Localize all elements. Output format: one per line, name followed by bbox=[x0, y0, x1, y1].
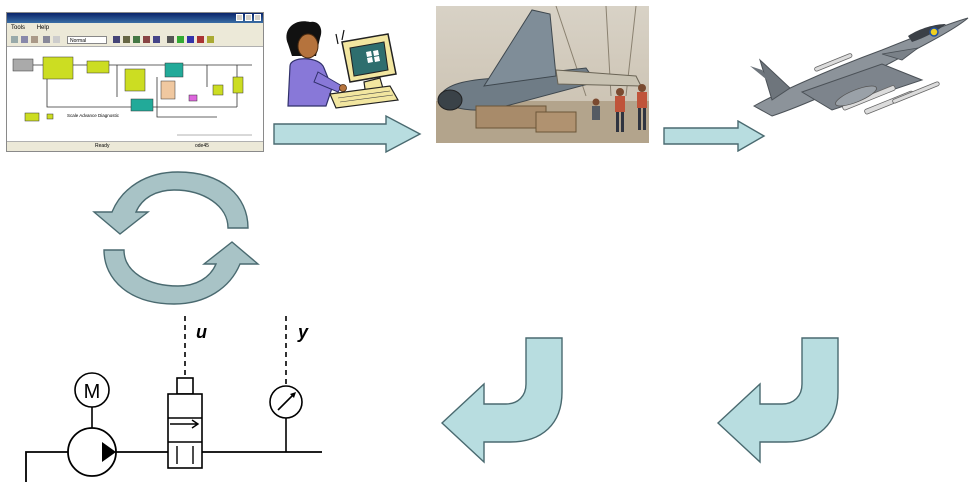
motor-icon: M bbox=[74, 372, 110, 429]
status-solver: ode45 bbox=[195, 143, 209, 149]
simulation-mode-select: Normal bbox=[67, 36, 107, 44]
block-caption: Scale Advance Diagnostic bbox=[67, 113, 120, 118]
close-icon bbox=[254, 14, 261, 21]
minimize-icon bbox=[236, 14, 243, 21]
window-controls bbox=[236, 14, 261, 21]
pump-icon bbox=[67, 427, 117, 477]
feedback-block bbox=[130, 98, 154, 112]
source-block bbox=[12, 58, 34, 72]
cycle-arrows-icon bbox=[92, 171, 260, 305]
fighter-jet-photo bbox=[732, 10, 970, 138]
output-signal-label: y bbox=[297, 322, 309, 342]
controller-block bbox=[124, 68, 146, 92]
valve-icon bbox=[167, 316, 203, 469]
toolbar bbox=[7, 33, 263, 47]
right-arrow-icon bbox=[663, 120, 766, 152]
aircraft-test-rig-photo bbox=[436, 6, 649, 143]
return-arrow-icon bbox=[716, 337, 839, 464]
gauge-icon bbox=[269, 316, 303, 452]
menu-item-help: Help bbox=[36, 25, 50, 31]
block-diagram: Scale Advance Diagnostic bbox=[12, 56, 252, 136]
scope-block bbox=[212, 84, 224, 96]
menu-bar: Tools Help bbox=[7, 23, 263, 33]
model-canvas: Scale Advance Diagnostic bbox=[7, 47, 263, 143]
sum-block bbox=[160, 80, 176, 100]
toolbar-icons bbox=[11, 36, 214, 43]
plant-schematic: M u y bbox=[25, 316, 322, 482]
menu-item-tools: Tools bbox=[11, 25, 26, 31]
pipe-line bbox=[25, 451, 322, 482]
person-at-computer-icon bbox=[286, 21, 399, 109]
subsystem-block bbox=[42, 56, 74, 80]
motor-label: M bbox=[84, 381, 101, 403]
info-block bbox=[24, 112, 40, 122]
mux-block bbox=[188, 94, 198, 102]
window-titlebar bbox=[7, 13, 263, 23]
simulink-model-window: Tools Help Normal bbox=[6, 12, 264, 152]
input-signal-label: u bbox=[196, 322, 207, 342]
gain-block bbox=[86, 60, 110, 74]
status-ready: Ready bbox=[95, 143, 110, 149]
right-arrow-icon bbox=[273, 114, 422, 154]
maximize-icon bbox=[245, 14, 252, 21]
output-block bbox=[232, 76, 244, 94]
status-bar: Ready ode45 bbox=[7, 141, 263, 151]
return-arrow-icon bbox=[440, 337, 563, 464]
plant-block bbox=[164, 62, 184, 78]
